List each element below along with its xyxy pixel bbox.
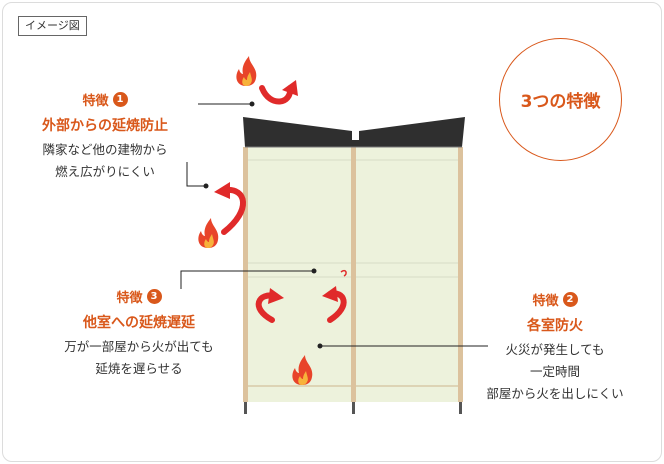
feature-3-heading: 特徴 3 bbox=[116, 287, 162, 306]
feature-3: 特徴 3 他室への延焼遅延 万が一部屋から火が出ても 延焼を遅らせる bbox=[44, 287, 234, 380]
foot bbox=[459, 402, 462, 414]
feature-1-desc-line: 隣家など他の建物から bbox=[42, 142, 168, 157]
flame-icon bbox=[236, 56, 257, 86]
feature-2-desc-line: 火災が発生しても bbox=[505, 342, 605, 357]
leader-line-3 bbox=[180, 270, 314, 289]
feature-3-title: 他室への延焼遅延 bbox=[83, 315, 195, 331]
foot bbox=[244, 402, 247, 414]
stud-right bbox=[458, 147, 463, 402]
image-label: イメージ図 bbox=[18, 16, 87, 36]
flame-icon bbox=[292, 355, 313, 385]
feature-1-description: 隣家など他の建物から 燃え広がりにくい bbox=[15, 139, 195, 183]
feature-3-head-text: 特徴 bbox=[116, 291, 143, 306]
feature-2-desc-line: 部屋から火を出しにくい bbox=[486, 386, 624, 401]
number-badge-3: 3 bbox=[146, 289, 162, 304]
feature-3-desc-line: 万が一部屋から火が出ても bbox=[64, 339, 214, 354]
repel-arrow-icon bbox=[322, 286, 347, 323]
number-badge-2: 2 bbox=[562, 292, 578, 307]
feature-2-heading: 特徴 2 bbox=[532, 290, 578, 309]
repel-arrow-icon bbox=[255, 288, 284, 323]
foot bbox=[352, 402, 355, 414]
feature-2-title: 各室防火 bbox=[527, 318, 583, 334]
feature-1-title: 外部からの延焼防止 bbox=[42, 118, 168, 134]
feature-1-head-text: 特徴 bbox=[82, 94, 109, 109]
feature-2: 特徴 2 各室防火 火災が発生しても 一定時間 部屋から火を出しにくい bbox=[470, 290, 640, 405]
three-features-title: 3つの特徴 bbox=[499, 38, 622, 161]
number-badge-1: 1 bbox=[112, 92, 128, 107]
stud-left bbox=[243, 147, 248, 402]
feature-1: 特徴 1 外部からの延焼防止 隣家など他の建物から 燃え広がりにくい bbox=[15, 90, 195, 183]
feature-2-head-text: 特徴 bbox=[532, 294, 559, 309]
feature-3-desc-line: 延焼を遅らせる bbox=[95, 361, 183, 376]
feature-2-desc-line: 一定時間 bbox=[529, 364, 580, 379]
feature-2-description: 火災が発生しても 一定時間 部屋から火を出しにくい bbox=[470, 339, 640, 405]
repel-arrow-icon bbox=[259, 80, 298, 105]
roof bbox=[243, 117, 465, 147]
leader-line-1b bbox=[186, 162, 206, 187]
feature-1-desc-line: 燃え広がりにくい bbox=[55, 164, 155, 179]
stud-center bbox=[351, 147, 356, 402]
small-arrow-icon bbox=[340, 269, 347, 277]
feature-3-description: 万が一部屋から火が出ても 延焼を遅らせる bbox=[44, 336, 234, 380]
feature-1-heading: 特徴 1 bbox=[82, 90, 128, 109]
flame-icon bbox=[198, 218, 219, 248]
repel-arrow-icon bbox=[214, 182, 246, 235]
